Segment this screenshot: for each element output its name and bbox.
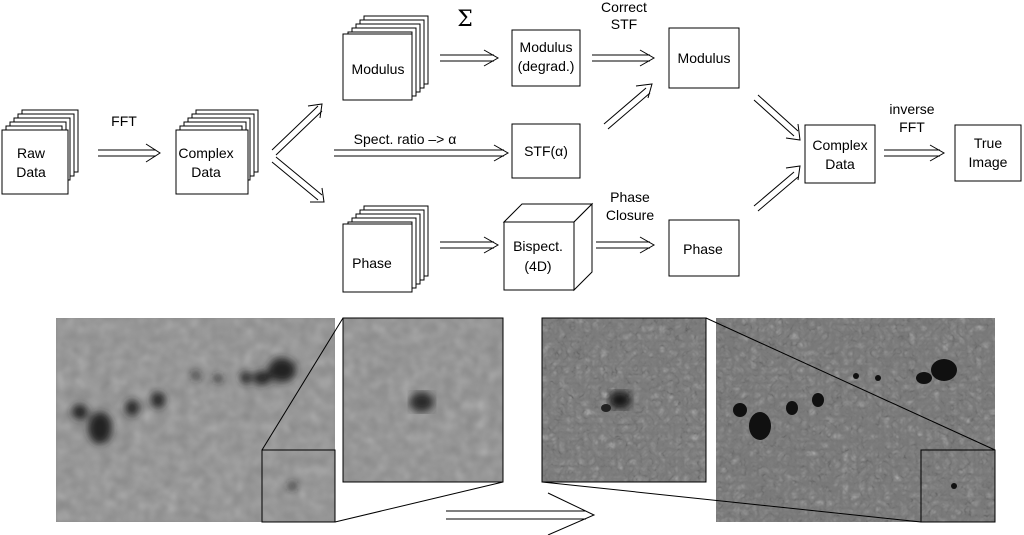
reconstructed-zoom-frame: [541, 317, 707, 483]
complex-data-stack: [175, 109, 259, 195]
modulus-stack: [342, 15, 429, 101]
phase-output-box: [668, 219, 740, 277]
phase-stack-label: Phase: [352, 255, 392, 271]
arrow-modulus-to-degrad: [440, 49, 500, 67]
bispect-cube: [502, 202, 594, 292]
correct-stf-label-1: Correct: [601, 0, 647, 15]
spect-ratio-label: Spect. ratio –> α: [354, 131, 457, 147]
modulus-output-label: Modulus: [678, 50, 731, 66]
modulus-degrad-label-1: Modulus: [520, 39, 573, 55]
complex-data-left-label-2: Data: [191, 164, 221, 180]
arrow-complex-to-true: [884, 144, 946, 162]
arrow-stf-to-modulus: [603, 83, 653, 130]
bispect-label-2: (4D): [524, 258, 551, 274]
reconstructed-zoom-image: [542, 318, 706, 482]
sigma-symbol: Σ: [457, 7, 473, 32]
modulus-stack-label: Modulus: [352, 61, 405, 77]
arrow-spect-ratio: [334, 144, 510, 162]
inverse-fft-label-2: FFT: [899, 119, 925, 135]
arrow-bispect-to-phase: [596, 236, 656, 254]
arrow-raw-to-reconstructed: [446, 492, 596, 535]
bispect-label-1: Bispect.: [513, 238, 563, 254]
reconstructed-zoom-lines: [541, 317, 996, 523]
arrow-modulus-to-complex: [753, 94, 801, 141]
reconstructed-solar-image: [716, 318, 995, 522]
modulus-output-box: [668, 27, 740, 89]
true-image-box: [954, 124, 1022, 182]
inverse-fft-label-1: inverse: [889, 101, 934, 117]
raw-data-stack: [1, 109, 79, 195]
arrow-phase-to-bispect: [440, 236, 500, 254]
complex-data-left-label-1: Complex: [178, 145, 233, 161]
stf-alpha-label: STF(α): [524, 143, 568, 159]
arrow-branch-down: [271, 156, 325, 203]
raw-zoom-frame: [342, 317, 504, 483]
raw-solar-image: [56, 318, 335, 522]
true-image-label-1: True: [974, 135, 1002, 151]
raw-zoom-image: [343, 318, 503, 482]
correct-stf-label-2: STF: [611, 16, 637, 32]
raw-data-label-2: Data: [16, 164, 46, 180]
true-image-label-2: Image: [969, 154, 1008, 170]
phase-closure-label-2: Closure: [606, 207, 654, 223]
phase-stack: [342, 205, 429, 293]
complex-data-right-box: [804, 124, 876, 184]
arrow-raw-to-complex: [98, 143, 161, 163]
modulus-degrad-box: [511, 29, 581, 87]
phase-closure-label-1: Phase: [610, 189, 650, 205]
arrow-degrad-to-modulus: [592, 49, 656, 67]
raw-data-label-1: Raw: [17, 145, 46, 161]
modulus-degrad-label-2: (degrad.): [518, 58, 575, 74]
arrow-phase-to-complex: [753, 165, 801, 212]
stf-alpha-box: [511, 123, 581, 179]
complex-data-right-label-2: Data: [825, 156, 855, 172]
complex-data-right-label-1: Complex: [812, 137, 867, 153]
raw-zoom-lines: [261, 317, 504, 523]
raw-zoom-region: [261, 449, 336, 523]
arrow-branch-up: [271, 103, 323, 156]
phase-output-label: Phase: [683, 241, 723, 257]
fft-label: FFT: [111, 113, 137, 129]
reconstructed-zoom-region: [920, 449, 996, 523]
